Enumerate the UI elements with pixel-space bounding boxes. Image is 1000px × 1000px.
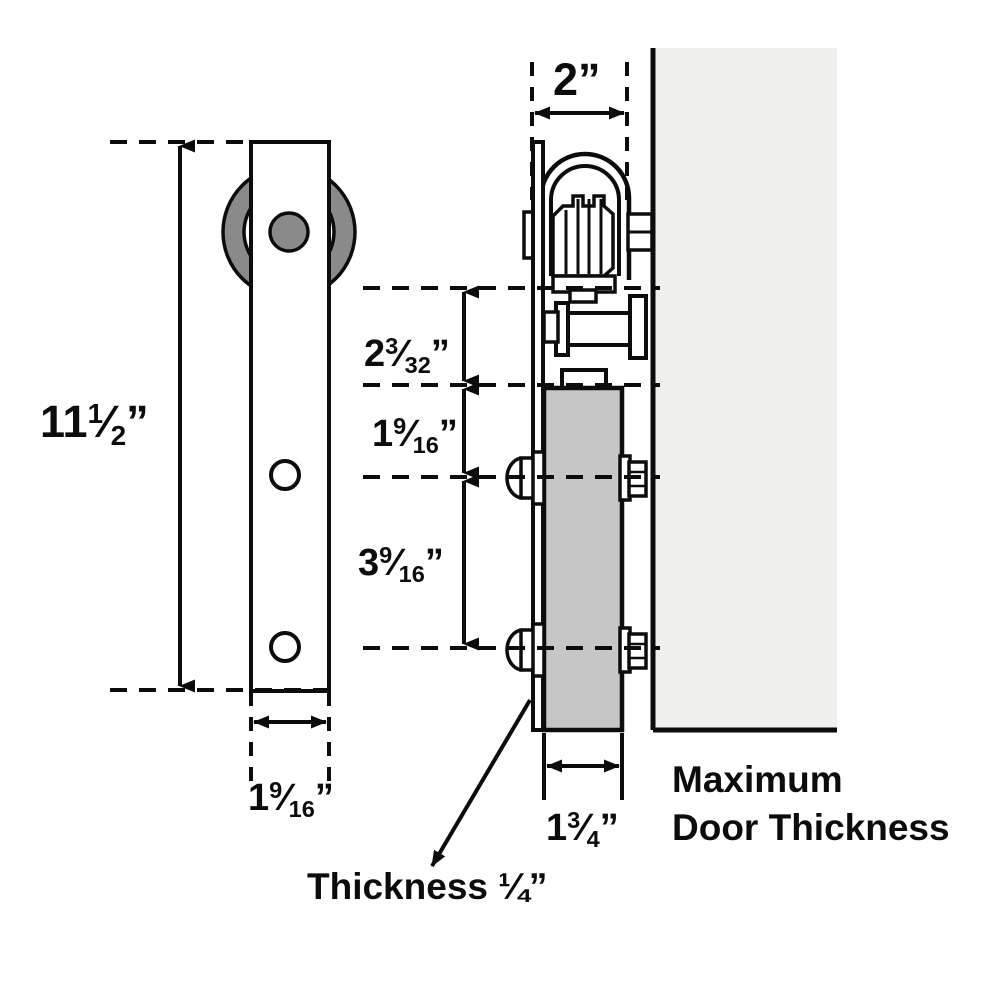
extension-lines-vertical bbox=[249, 62, 629, 782]
label-max-door-thickness-line1: Maximum bbox=[672, 759, 843, 800]
dimension-label-door-to-first-bolt: 19⁄16” bbox=[372, 413, 458, 458]
front-view-assembly bbox=[221, 140, 357, 693]
dimension-label-door-thickness: 13⁄4” bbox=[546, 807, 619, 852]
door-thickness-extension-lines bbox=[542, 733, 624, 800]
dimension-label-strap-width: 19⁄16” bbox=[248, 777, 334, 822]
dimension-label-bolt-to-bolt: 39⁄16” bbox=[358, 542, 444, 587]
dimension-label-wheel-width: 2” bbox=[553, 54, 601, 105]
extension-lines bbox=[110, 140, 660, 692]
wall-panel bbox=[650, 48, 837, 733]
wall-spacer-standoff bbox=[542, 294, 648, 390]
axle-hub bbox=[268, 211, 310, 253]
mounting-hole-lower bbox=[269, 631, 301, 663]
label-max-door-thickness-line2: Door Thickness bbox=[672, 807, 950, 848]
leader-line-strap-thickness bbox=[430, 698, 532, 868]
dimension-label-strap-height: 111⁄2” bbox=[40, 396, 149, 451]
door-panel bbox=[541, 385, 625, 733]
mounting-hole-upper bbox=[269, 459, 301, 491]
dimension-label-top-to-door: 23⁄32” bbox=[364, 333, 450, 378]
